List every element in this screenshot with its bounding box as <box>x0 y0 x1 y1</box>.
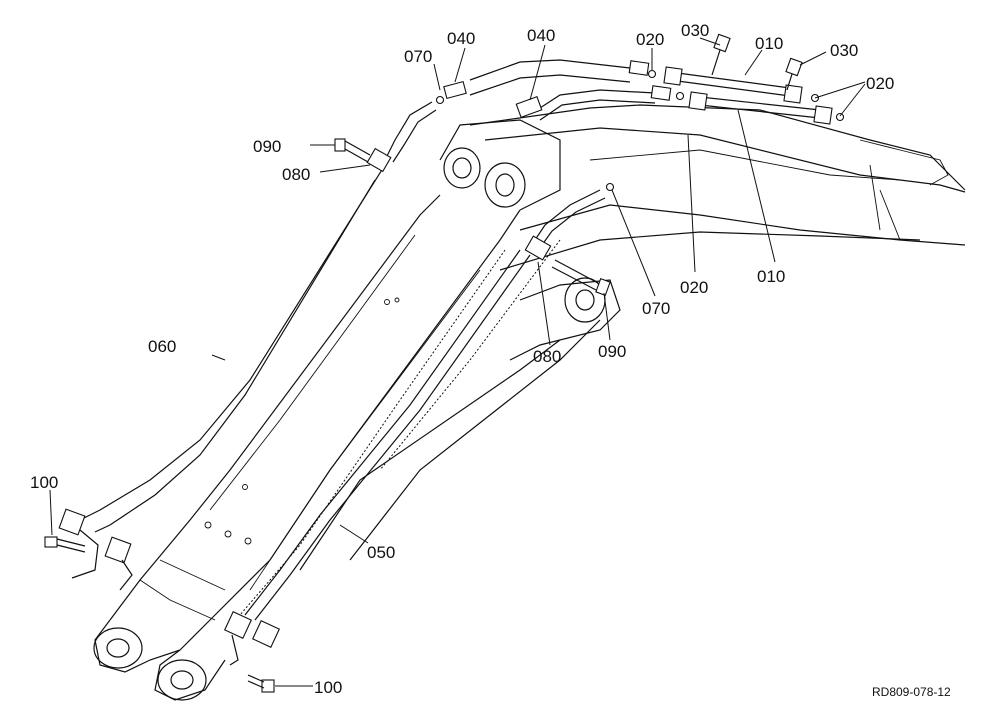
callout-080: 080 <box>533 347 561 366</box>
callout-030: 030 <box>681 21 709 40</box>
callout-040: 040 <box>527 26 555 45</box>
callout-010: 010 <box>757 267 785 286</box>
callout-080: 080 <box>282 165 310 184</box>
callout-labels: 070 040 040 020 030 010 030 020 090 080 … <box>30 21 894 697</box>
boom-structure <box>93 104 966 701</box>
callout-100: 100 <box>30 473 58 492</box>
callout-020: 020 <box>636 30 664 49</box>
callout-020: 020 <box>866 74 894 93</box>
callout-030: 030 <box>830 41 858 60</box>
callout-090: 090 <box>598 342 626 361</box>
leader-lines <box>49 37 866 687</box>
fittings <box>44 33 845 693</box>
drawing-reference-code: RD809-078-12 <box>872 685 951 699</box>
callout-020: 020 <box>680 278 708 297</box>
callout-050: 050 <box>367 543 395 562</box>
callout-040: 040 <box>447 29 475 48</box>
callout-070: 070 <box>642 299 670 318</box>
callout-090: 090 <box>253 137 281 156</box>
callout-070: 070 <box>404 47 432 66</box>
callout-060: 060 <box>148 337 176 356</box>
callout-100: 100 <box>314 678 342 697</box>
callout-010: 010 <box>755 34 783 53</box>
hydraulic-pipes <box>79 59 821 621</box>
